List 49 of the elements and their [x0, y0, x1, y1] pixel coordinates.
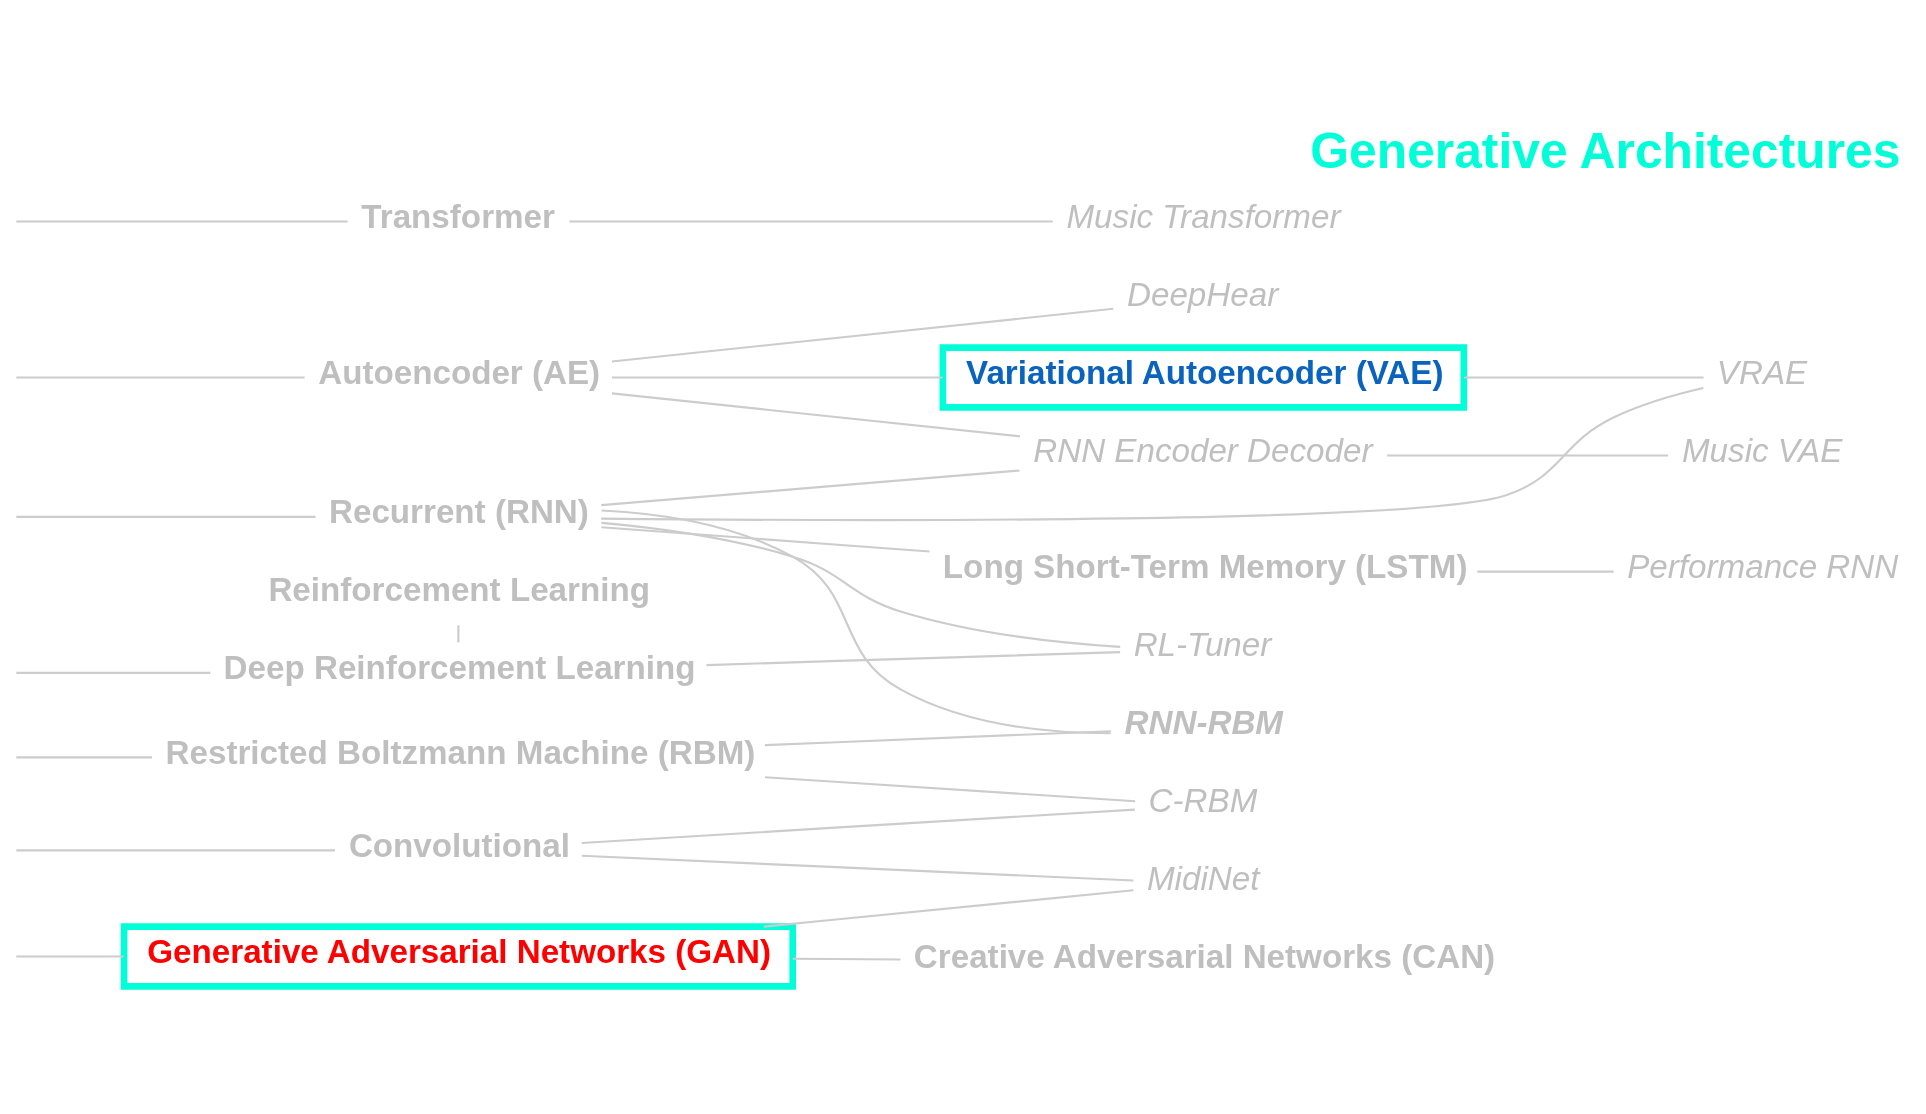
node-text: Restricted Boltzmann Machine (RBM): [165, 733, 756, 771]
connector: [764, 775, 1136, 802]
connector: [1477, 570, 1614, 573]
node-text: Transformer: [361, 197, 555, 235]
connector: [16, 954, 124, 958]
connector: [611, 375, 943, 379]
connector: [16, 219, 348, 223]
node-text: MidiNet: [1146, 859, 1260, 897]
node-text: Reinforcement Learning: [268, 570, 650, 608]
connector: [601, 468, 1020, 506]
node-box: Generative Adversarial Networks (GAN): [120, 922, 797, 990]
connector: [16, 671, 211, 674]
connector: [16, 755, 153, 758]
connector: [792, 957, 901, 961]
connector: [581, 808, 1135, 844]
node-text: C-RBM: [1148, 781, 1258, 819]
connector: [763, 888, 1134, 928]
connector: [611, 307, 1114, 363]
connector: [16, 375, 305, 379]
connector: [1387, 453, 1669, 457]
diagram-title: Generative Architectures: [1310, 122, 1901, 179]
connector: [601, 386, 1704, 521]
node-text: RL-Tuner: [1133, 625, 1272, 663]
node-text: DeepHear: [1127, 275, 1279, 313]
node-box: Variational Autoencoder (VAE): [939, 343, 1468, 411]
node-text: Long Short-Term Memory (LSTM): [942, 547, 1468, 585]
node-text: Recurrent (RNN): [328, 492, 589, 530]
connector: [16, 515, 316, 518]
node-text: Music Transformer: [1066, 197, 1341, 235]
connector: [764, 729, 1111, 746]
connector: [1464, 375, 1704, 379]
node-text: RNN Encoder Decoder: [1033, 431, 1373, 469]
connector: [569, 219, 1053, 223]
connector: [706, 650, 1121, 666]
node-text: Convolutional: [348, 826, 571, 864]
connector: [16, 848, 336, 851]
connector: [601, 508, 1111, 734]
node-text: RNN-RBM: [1124, 703, 1283, 741]
node-text: Performance RNN: [1627, 547, 1899, 585]
connector: [581, 854, 1134, 882]
node-text: Autoencoder (AE): [318, 353, 601, 391]
connector: [601, 525, 930, 553]
connector: [457, 624, 460, 642]
node-text: Creative Adversarial Networks (CAN): [913, 937, 1496, 975]
node-text: VRAE: [1716, 353, 1808, 391]
connector: [601, 521, 1121, 648]
node-text: Music VAE: [1682, 431, 1843, 469]
node-text: Deep Reinforcement Learning: [223, 648, 696, 686]
connector: [611, 391, 1020, 437]
